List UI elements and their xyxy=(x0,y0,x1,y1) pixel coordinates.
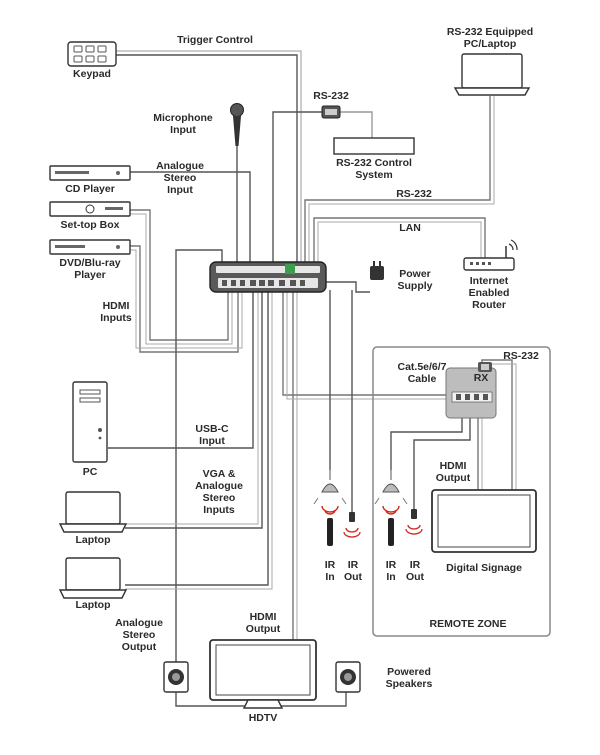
cd-player-device xyxy=(49,165,131,181)
set-top-box-label: Set-top Box xyxy=(60,219,120,231)
ir-out-2-label: IR Out xyxy=(405,559,425,583)
internet-router-label: Internet Enabled Router xyxy=(468,275,510,311)
cat-cable-label: Cat.5e/6/7 Cable xyxy=(397,361,447,385)
usbc-cable xyxy=(108,290,254,449)
hdmi-output-rx-label: HDMI Output xyxy=(435,460,471,484)
vga-laptop1-cable-b xyxy=(125,290,259,525)
rs232-mid-label: RS-232 xyxy=(396,188,432,200)
cables xyxy=(108,50,517,707)
vga-analogue-inputs-label: VGA & Analogue Stereo Inputs xyxy=(195,468,243,516)
dvd-player-device xyxy=(49,239,131,255)
ir-receiver-1 xyxy=(313,470,347,546)
hdbaset-cable-b xyxy=(286,290,450,400)
powered-speakers-label: Powered Speakers xyxy=(385,666,433,690)
hdmi-inputs-label: HDMI Inputs xyxy=(100,300,132,324)
rx-label: RX xyxy=(473,372,489,384)
hdmi-settop-cable xyxy=(130,209,229,341)
rs232-pc-cable-b xyxy=(308,96,495,262)
ir-out-1-label: IR Out xyxy=(343,559,363,583)
set-top-box-device xyxy=(49,201,131,217)
audio-out-cable xyxy=(175,249,223,662)
hdmi-dvd-cable-b xyxy=(130,249,243,349)
ir-emitter-2 xyxy=(405,509,423,535)
lan-label: LAN xyxy=(399,222,421,234)
cd-player-label: CD Player xyxy=(65,183,115,195)
pc-tower-device xyxy=(72,381,108,463)
ir-in-cable-2 xyxy=(390,415,463,470)
router-device xyxy=(463,239,518,271)
ir-in-1-label: IR In xyxy=(324,559,336,583)
hdtv-label: HDTV xyxy=(248,712,278,724)
rx-receiver-device xyxy=(445,367,497,419)
ir-in-2-label: IR In xyxy=(385,559,397,583)
hdmi-settop-cable-b xyxy=(130,213,233,345)
vga-laptop2-cable xyxy=(125,290,269,586)
pc-label: PC xyxy=(82,466,98,478)
ir-out-cable-2 xyxy=(413,415,471,512)
remote-zone-frame xyxy=(372,346,551,637)
rs232-connector-top xyxy=(321,105,341,119)
hdmi-dvd-cable xyxy=(130,245,239,353)
analogue-stereo-output-label: Analogue Stereo Output xyxy=(115,617,163,653)
ir-receiver-2 xyxy=(374,470,408,546)
ir-emitter-1 xyxy=(343,512,361,538)
microphone-input-label: Microphone Input xyxy=(153,112,213,136)
laptop-1-device xyxy=(58,491,128,533)
rs232-top-label: RS-232 xyxy=(313,90,349,102)
lan-cable-b xyxy=(317,221,482,262)
hdmi-output-tv-label: HDMI Output xyxy=(245,611,281,635)
laptop-2-device xyxy=(58,557,128,599)
rs232-rx-label: RS-232 xyxy=(503,350,539,362)
vga-laptop2-cable-b xyxy=(125,290,273,590)
speaker-right-icon xyxy=(335,661,361,693)
trigger-cable xyxy=(115,54,298,262)
cd-audio-cable xyxy=(120,171,251,262)
hdbaset-cable xyxy=(282,290,450,396)
hdtv-device xyxy=(209,639,317,709)
keypad-device xyxy=(67,41,117,67)
rs232-laptop-device xyxy=(453,53,531,96)
trigger-control-label: Trigger Control xyxy=(177,34,253,46)
analogue-stereo-input-label: Analogue Stereo Input xyxy=(156,160,204,196)
microphone-icon xyxy=(230,103,244,146)
speaker-left-icon xyxy=(163,661,189,693)
rs232-control-cable-2 xyxy=(340,111,373,138)
lan-cable xyxy=(313,217,486,262)
rs232-control-system-device xyxy=(333,137,415,155)
rs232-connector-rx xyxy=(478,362,492,372)
power-supply-icon xyxy=(370,261,384,280)
rs232-pc-cable xyxy=(304,96,491,262)
remote-zone-label: REMOTE ZONE xyxy=(429,618,507,630)
dvd-bluray-label: DVD/Blu-ray Player xyxy=(59,257,121,281)
power-supply-label: Power Supply xyxy=(397,268,433,292)
rs232-equipped-pc-label: RS-232 Equipped PC/Laptop xyxy=(446,26,534,50)
laptop-1-label: Laptop xyxy=(75,534,111,546)
power-cable xyxy=(320,281,370,293)
main-switcher-device xyxy=(209,261,327,293)
trigger-cable-inner xyxy=(115,50,302,262)
rs232-control-cable xyxy=(272,111,322,262)
digital-signage-label: Digital Signage xyxy=(446,562,522,574)
rs232-control-system-label: RS-232 Control System xyxy=(336,157,412,181)
digital-signage-device xyxy=(431,489,537,553)
usbc-input-label: USB-C Input xyxy=(195,423,229,447)
keypad-label: Keypad xyxy=(73,68,111,80)
vga-laptop1-cable xyxy=(125,290,263,529)
laptop-2-label: Laptop xyxy=(75,599,111,611)
